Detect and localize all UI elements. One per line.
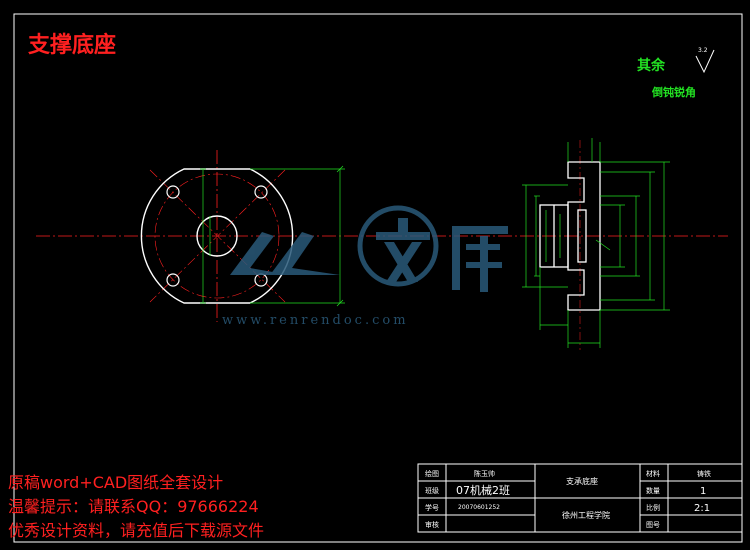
watermark-ku-glyph-icon <box>452 226 508 292</box>
watermark: www.renrendoc.com <box>222 205 508 328</box>
promo-line-1: 原稿word+CAD图纸全套设计 <box>8 473 223 492</box>
watermark-wen-glyph-icon <box>376 218 430 282</box>
front-dimensions <box>200 165 345 307</box>
watermark-ring <box>357 205 439 287</box>
tb-label-id: 学号 <box>425 503 439 512</box>
tb-label-qty: 数量 <box>646 486 660 495</box>
tb-label-material: 材料 <box>646 469 660 478</box>
tb-school: 徐州工程学院 <box>562 510 610 520</box>
tb-part-name: 支承底座 <box>566 476 598 486</box>
tb-value-class: 07机械2班 <box>456 483 510 497</box>
side-view <box>522 138 670 350</box>
side-dimensions <box>522 138 670 348</box>
watermark-url: www.renrendoc.com <box>222 313 409 328</box>
drawing-border <box>13 13 743 543</box>
chamfer-note: 倒钝锐角 <box>651 85 696 99</box>
tb-value-qty: 1 <box>700 486 706 497</box>
tb-label-class: 班级 <box>425 486 439 495</box>
tb-value-scale: 2:1 <box>694 503 710 514</box>
tb-value-material: 铸铁 <box>697 469 711 478</box>
promo-line-2: 温馨提示：请联系QQ：97666224 <box>8 497 259 516</box>
bolt-hole-4 <box>254 273 268 287</box>
bolt-hole-1 <box>166 185 180 199</box>
tb-label-scale: 比例 <box>646 503 660 512</box>
roughness-symbol-icon <box>695 49 715 74</box>
roughness-note: 其余 3.2 倒钝锐角 <box>637 47 715 99</box>
watermark-person-icon <box>230 232 340 275</box>
bolt-hole-2 <box>254 185 268 199</box>
roughness-label: 其余 <box>637 57 666 74</box>
tb-label-review: 审核 <box>425 520 439 529</box>
tb-value-draw: 陈玉帅 <box>474 469 495 478</box>
front-view <box>36 150 728 322</box>
title-block: 绘图 陈玉帅 班级 07机械2班 学号 20070601252 审核 支承底座 … <box>417 463 743 533</box>
bolt-hole-3 <box>166 273 180 287</box>
tb-label-draw: 绘图 <box>425 469 439 478</box>
tb-value-id: 20070601252 <box>458 504 500 511</box>
roughness-value: 3.2 <box>698 47 708 54</box>
center-bore <box>196 215 238 257</box>
drawing-title: 支撑底座 <box>28 32 116 58</box>
diag-centerline-2 <box>149 169 286 303</box>
tb-label-drawing-no: 图号 <box>646 521 660 529</box>
bolt-circle <box>154 173 280 299</box>
promo-line-3: 优秀设计资料，请充值后下载源文件 <box>8 521 264 540</box>
